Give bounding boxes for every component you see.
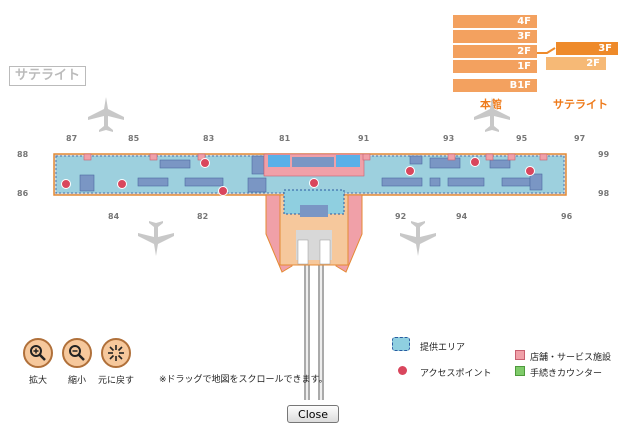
gate-label: 83 <box>203 134 215 143</box>
gate-label: 94 <box>456 212 468 221</box>
gate-label: 97 <box>574 134 586 143</box>
legend-shops: 店舗・サービス施設 <box>530 353 612 363</box>
access-point-marker <box>525 166 535 176</box>
map-title: サテライト <box>9 66 86 86</box>
gate-label: 91 <box>358 134 370 143</box>
floor-main-2f[interactable]: 2F <box>453 45 537 58</box>
floor-satellite-2f[interactable]: 2F <box>546 57 606 70</box>
reset-view-button[interactable]: 元に戻す <box>93 338 139 386</box>
shop-markers <box>83 153 548 161</box>
access-point-marker <box>117 179 127 189</box>
gate-label: 86 <box>17 189 29 198</box>
floor-main-4f[interactable]: 4F <box>453 15 537 28</box>
floor-main-b1f[interactable]: B1F <box>453 79 537 92</box>
checkin-swatch <box>515 366 525 376</box>
floor-main-3f[interactable]: 3F <box>453 30 537 43</box>
satellite-label[interactable]: サテライト <box>553 98 608 111</box>
access-point-swatch <box>398 366 407 375</box>
service-area-swatch <box>392 337 410 351</box>
gate-label: 98 <box>598 189 610 198</box>
legend-service-area: 提供エリア <box>420 343 466 353</box>
floor-satellite-3f[interactable]: 3F <box>556 42 618 55</box>
access-point-marker <box>61 179 71 189</box>
gate-label: 95 <box>516 134 528 143</box>
zoom-in-icon <box>23 338 53 368</box>
gate-label: 99 <box>598 150 610 159</box>
access-point-marker <box>405 166 415 176</box>
facility-blocks <box>79 155 543 193</box>
close-button[interactable]: Close <box>287 405 339 423</box>
airplane-icon <box>474 97 510 132</box>
gate-label: 93 <box>443 134 455 143</box>
zoom-out-button[interactable]: 縮小 <box>54 338 100 386</box>
gate-label: 82 <box>197 212 209 221</box>
airplane-icon <box>88 97 124 132</box>
legend-checkin: 手続きカウンター <box>530 369 603 379</box>
floor-main-1f[interactable]: 1F <box>453 60 537 73</box>
drag-hint: ※ドラッグで地図をスクロールできます。 <box>159 375 328 385</box>
floor-connector-icon <box>537 47 556 54</box>
reset-icon <box>101 338 131 368</box>
airplane-icon <box>138 221 174 256</box>
access-points <box>61 157 535 196</box>
shops-swatch <box>515 350 525 360</box>
legend-access-point: アクセスポイント <box>420 369 492 379</box>
gate-label: 92 <box>395 212 407 221</box>
service-area-zone <box>336 155 360 167</box>
gate-label: 84 <box>108 212 120 221</box>
zoom-in-button[interactable]: 拡大 <box>15 338 61 386</box>
gate-label: 81 <box>279 134 291 143</box>
zoom-in-label: 拡大 <box>28 376 47 386</box>
gate-label: 88 <box>17 150 29 159</box>
zoom-out-label: 縮小 <box>67 376 86 386</box>
reset-label: 元に戻す <box>97 376 134 386</box>
airplane-icon <box>400 221 436 256</box>
zoom-out-icon <box>62 338 92 368</box>
access-point-marker <box>200 158 210 168</box>
gate-label: 96 <box>561 212 573 221</box>
access-point-marker <box>470 157 480 167</box>
gate-label: 85 <box>128 134 140 143</box>
access-point-marker <box>218 186 228 196</box>
gate-label: 87 <box>66 134 78 143</box>
service-area-zone <box>268 155 290 167</box>
access-point-marker <box>309 178 319 188</box>
